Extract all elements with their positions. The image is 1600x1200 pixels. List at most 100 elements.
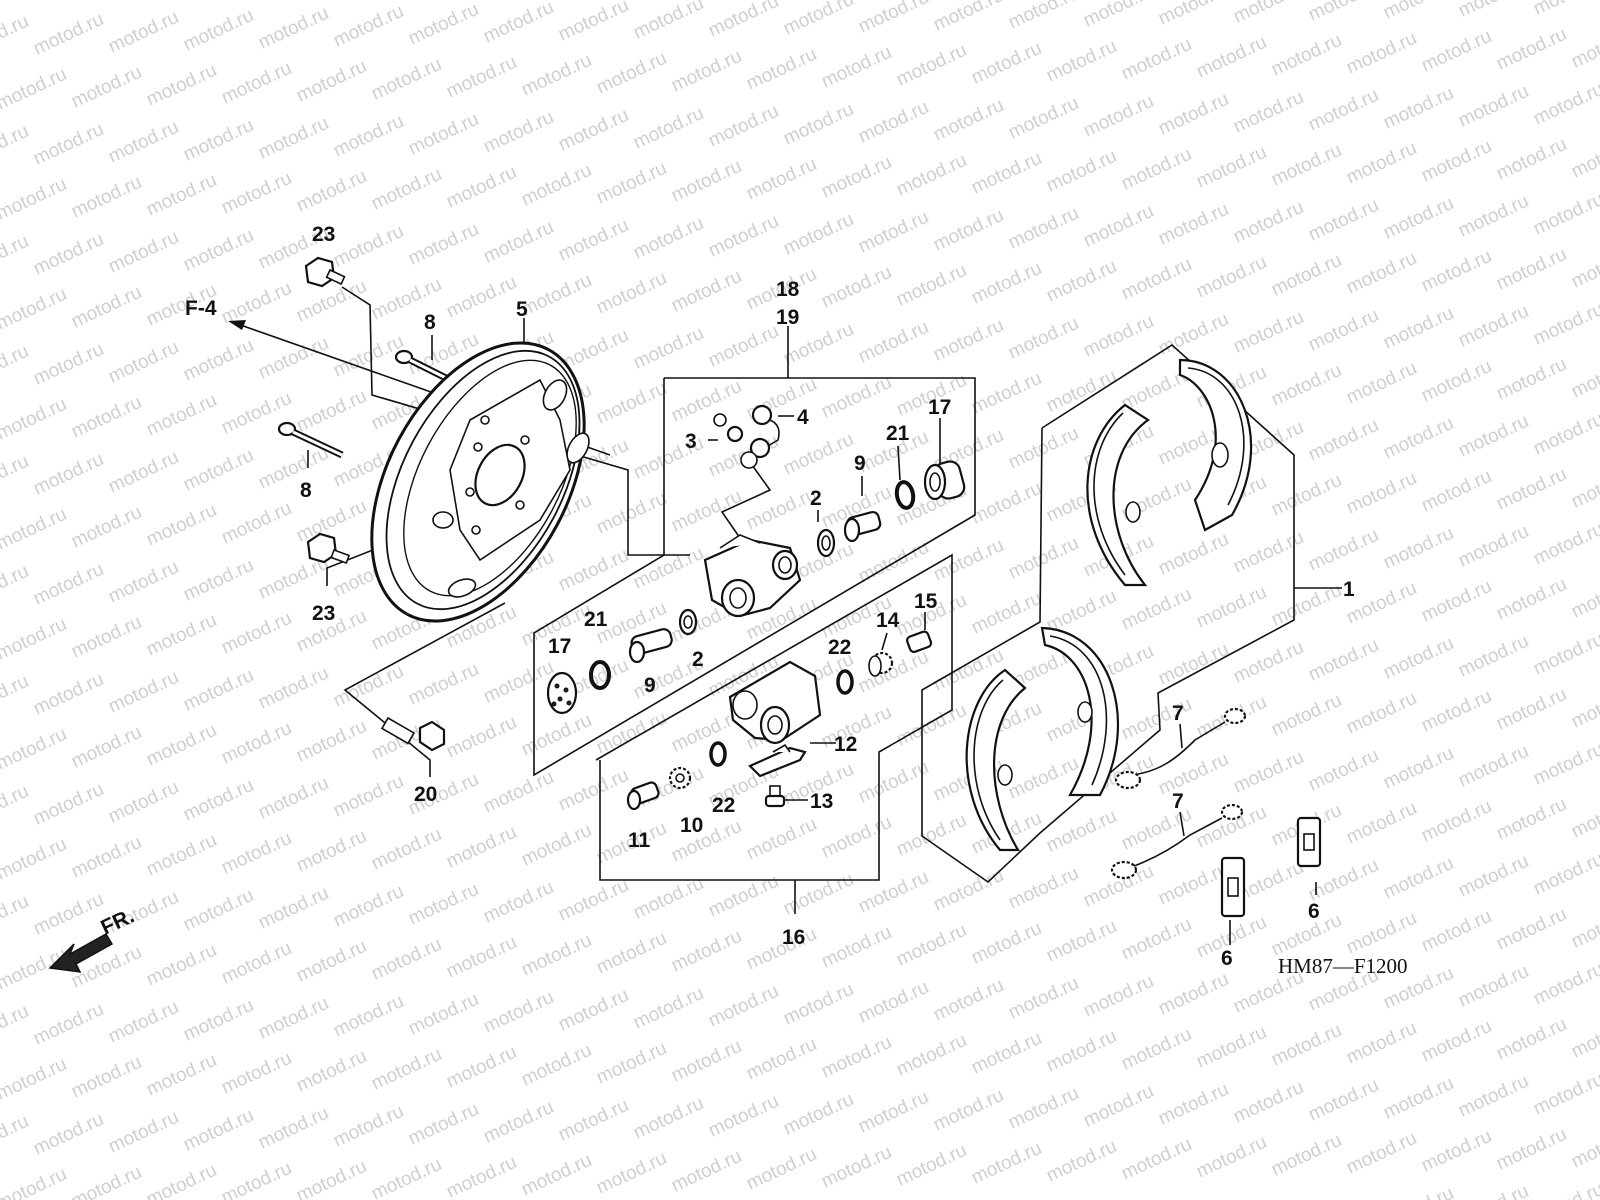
- watermark-text: motod.ru: [968, 588, 1045, 639]
- watermark-text: motod.ru: [218, 498, 295, 549]
- bleeder-fitting-3-4-icon: [713, 404, 780, 469]
- watermark-text: motod.ru: [218, 1048, 295, 1099]
- watermark-text: motod.ru: [1418, 796, 1495, 847]
- watermark-text: motod.ru: [480, 1097, 557, 1148]
- watermark-text: motod.ru: [1268, 140, 1345, 191]
- watermark-text: motod.ru: [1530, 519, 1600, 570]
- watermark-text: motod.ru: [630, 1093, 707, 1144]
- watermark-text: motod.ru: [1193, 142, 1270, 193]
- watermark-text: motod.ru: [705, 211, 782, 262]
- watermark-text: motod.ru: [1380, 83, 1457, 134]
- watermark-text: motod.ru: [68, 62, 145, 113]
- watermark-text: motod.ru: [480, 657, 557, 708]
- reference-label: F-4: [185, 297, 217, 320]
- watermark-text: motod.ru: [180, 1105, 257, 1156]
- watermark-text: motod.ru: [255, 883, 332, 934]
- watermark-text: motod.ru: [780, 0, 857, 40]
- label-part-3: 3: [685, 430, 697, 453]
- watermark-text: motod.ru: [780, 209, 857, 260]
- clip-12-icon: [748, 743, 807, 778]
- watermark-text: motod.ru: [143, 60, 220, 111]
- watermark-text: motod.ru: [1455, 961, 1532, 1012]
- seal-2-upper-icon: [816, 528, 836, 558]
- watermark-text: motod.ru: [105, 1107, 182, 1158]
- screw-11-icon: [626, 781, 660, 811]
- watermark-text: motod.ru: [30, 779, 107, 830]
- watermark-text: motod.ru: [443, 52, 520, 103]
- watermark-text: motod.ru: [1455, 81, 1532, 132]
- watermark-text: motod.ru: [218, 828, 295, 879]
- watermark-text: motod.ru: [968, 148, 1045, 199]
- watermark-text: motod.ru: [0, 1164, 70, 1200]
- watermark-text: motod.ru: [30, 449, 107, 500]
- watermark-text: motod.ru: [1155, 749, 1232, 800]
- label-part-5: 5: [516, 298, 528, 321]
- watermark-text: motod.ru: [1455, 631, 1532, 682]
- watermark-text: motod.ru: [68, 832, 145, 883]
- watermark-text: motod.ru: [968, 1028, 1045, 1079]
- watermark-text: motod.ru: [1043, 1136, 1120, 1187]
- watermark-text: motod.ru: [68, 1162, 145, 1200]
- brake-shoe-upper-left-icon: [1086, 403, 1150, 587]
- watermark-text: motod.ru: [255, 3, 332, 54]
- watermark-text: motod.ru: [143, 610, 220, 661]
- watermark-text: motod.ru: [1380, 1183, 1457, 1200]
- watermark-text: motod.ru: [1530, 299, 1600, 350]
- watermark-text: motod.ru: [743, 484, 820, 535]
- watermark-text: motod.ru: [293, 56, 370, 107]
- watermark-text: motod.ru: [1380, 0, 1457, 24]
- label-part-21-upper: 21: [886, 422, 910, 445]
- watermark-text: motod.ru: [1493, 354, 1570, 405]
- watermark-text: motod.ru: [293, 386, 370, 437]
- label-part-20: 20: [414, 783, 437, 806]
- label-part-17-upper: 17: [928, 396, 951, 419]
- watermark-text: motod.ru: [855, 977, 932, 1028]
- watermark-text: motod.ru: [143, 500, 220, 551]
- watermark-text: motod.ru: [855, 207, 932, 258]
- watermark-text: motod.ru: [1455, 411, 1532, 462]
- watermark-text: motod.ru: [218, 1158, 295, 1200]
- watermark-text: motod.ru: [1380, 303, 1457, 354]
- watermark-text: motod.ru: [368, 1044, 445, 1095]
- watermark-text: motod.ru: [668, 1036, 745, 1087]
- watermark-text: motod.ru: [1305, 1075, 1382, 1126]
- watermark-text: motod.ru: [780, 99, 857, 150]
- watermark-text: motod.ru: [443, 1042, 520, 1093]
- watermark-text: motod.ru: [968, 478, 1045, 529]
- watermark-text: motod.ru: [1305, 525, 1382, 576]
- watermark-text: motod.ru: [1118, 1134, 1195, 1185]
- watermark-text: motod.ru: [1230, 637, 1307, 688]
- watermark-text: motod.ru: [743, 814, 820, 865]
- watermark-text: motod.ru: [30, 669, 107, 720]
- watermark-text: motod.ru: [105, 7, 182, 58]
- watermark-text: motod.ru: [405, 219, 482, 270]
- watermark-text: motod.ru: [330, 661, 407, 712]
- watermark-text: motod.ru: [0, 284, 70, 335]
- watermark-text: motod.ru: [1193, 32, 1270, 83]
- watermark-text: motod.ru: [1343, 138, 1420, 189]
- watermark-text: motod.ru: [705, 0, 782, 42]
- watermark-text: motod.ru: [1530, 79, 1600, 130]
- watermark-text: motod.ru: [818, 1142, 895, 1193]
- brake-shoe-lower-left-icon: [965, 668, 1027, 852]
- ring-21-lower-icon: [589, 660, 611, 690]
- label-part-19: 19: [776, 306, 799, 329]
- watermark-text: motod.ru: [1005, 973, 1082, 1024]
- watermark-text: motod.ru: [743, 44, 820, 95]
- bolt-23-top-icon: [304, 256, 346, 288]
- watermark-text: motod.ru: [1043, 806, 1120, 857]
- watermark-text: motod.ru: [630, 0, 707, 44]
- watermark-text: motod.ru: [1568, 792, 1600, 843]
- watermark-text: motod.ru: [593, 158, 670, 209]
- watermark-text: motod.ru: [668, 376, 745, 427]
- watermark-text: motod.ru: [105, 227, 182, 278]
- adjuster-10-icon: [668, 766, 692, 790]
- watermark-text: motod.ru: [930, 315, 1007, 366]
- watermark-text: motod.ru: [0, 504, 70, 555]
- watermark-text: motod.ru: [0, 781, 32, 832]
- watermark-text: motod.ru: [1230, 87, 1307, 138]
- bolt-20-icon: [380, 716, 446, 752]
- watermark-text: motod.ru: [1043, 36, 1120, 87]
- label-part-13: 13: [810, 790, 833, 813]
